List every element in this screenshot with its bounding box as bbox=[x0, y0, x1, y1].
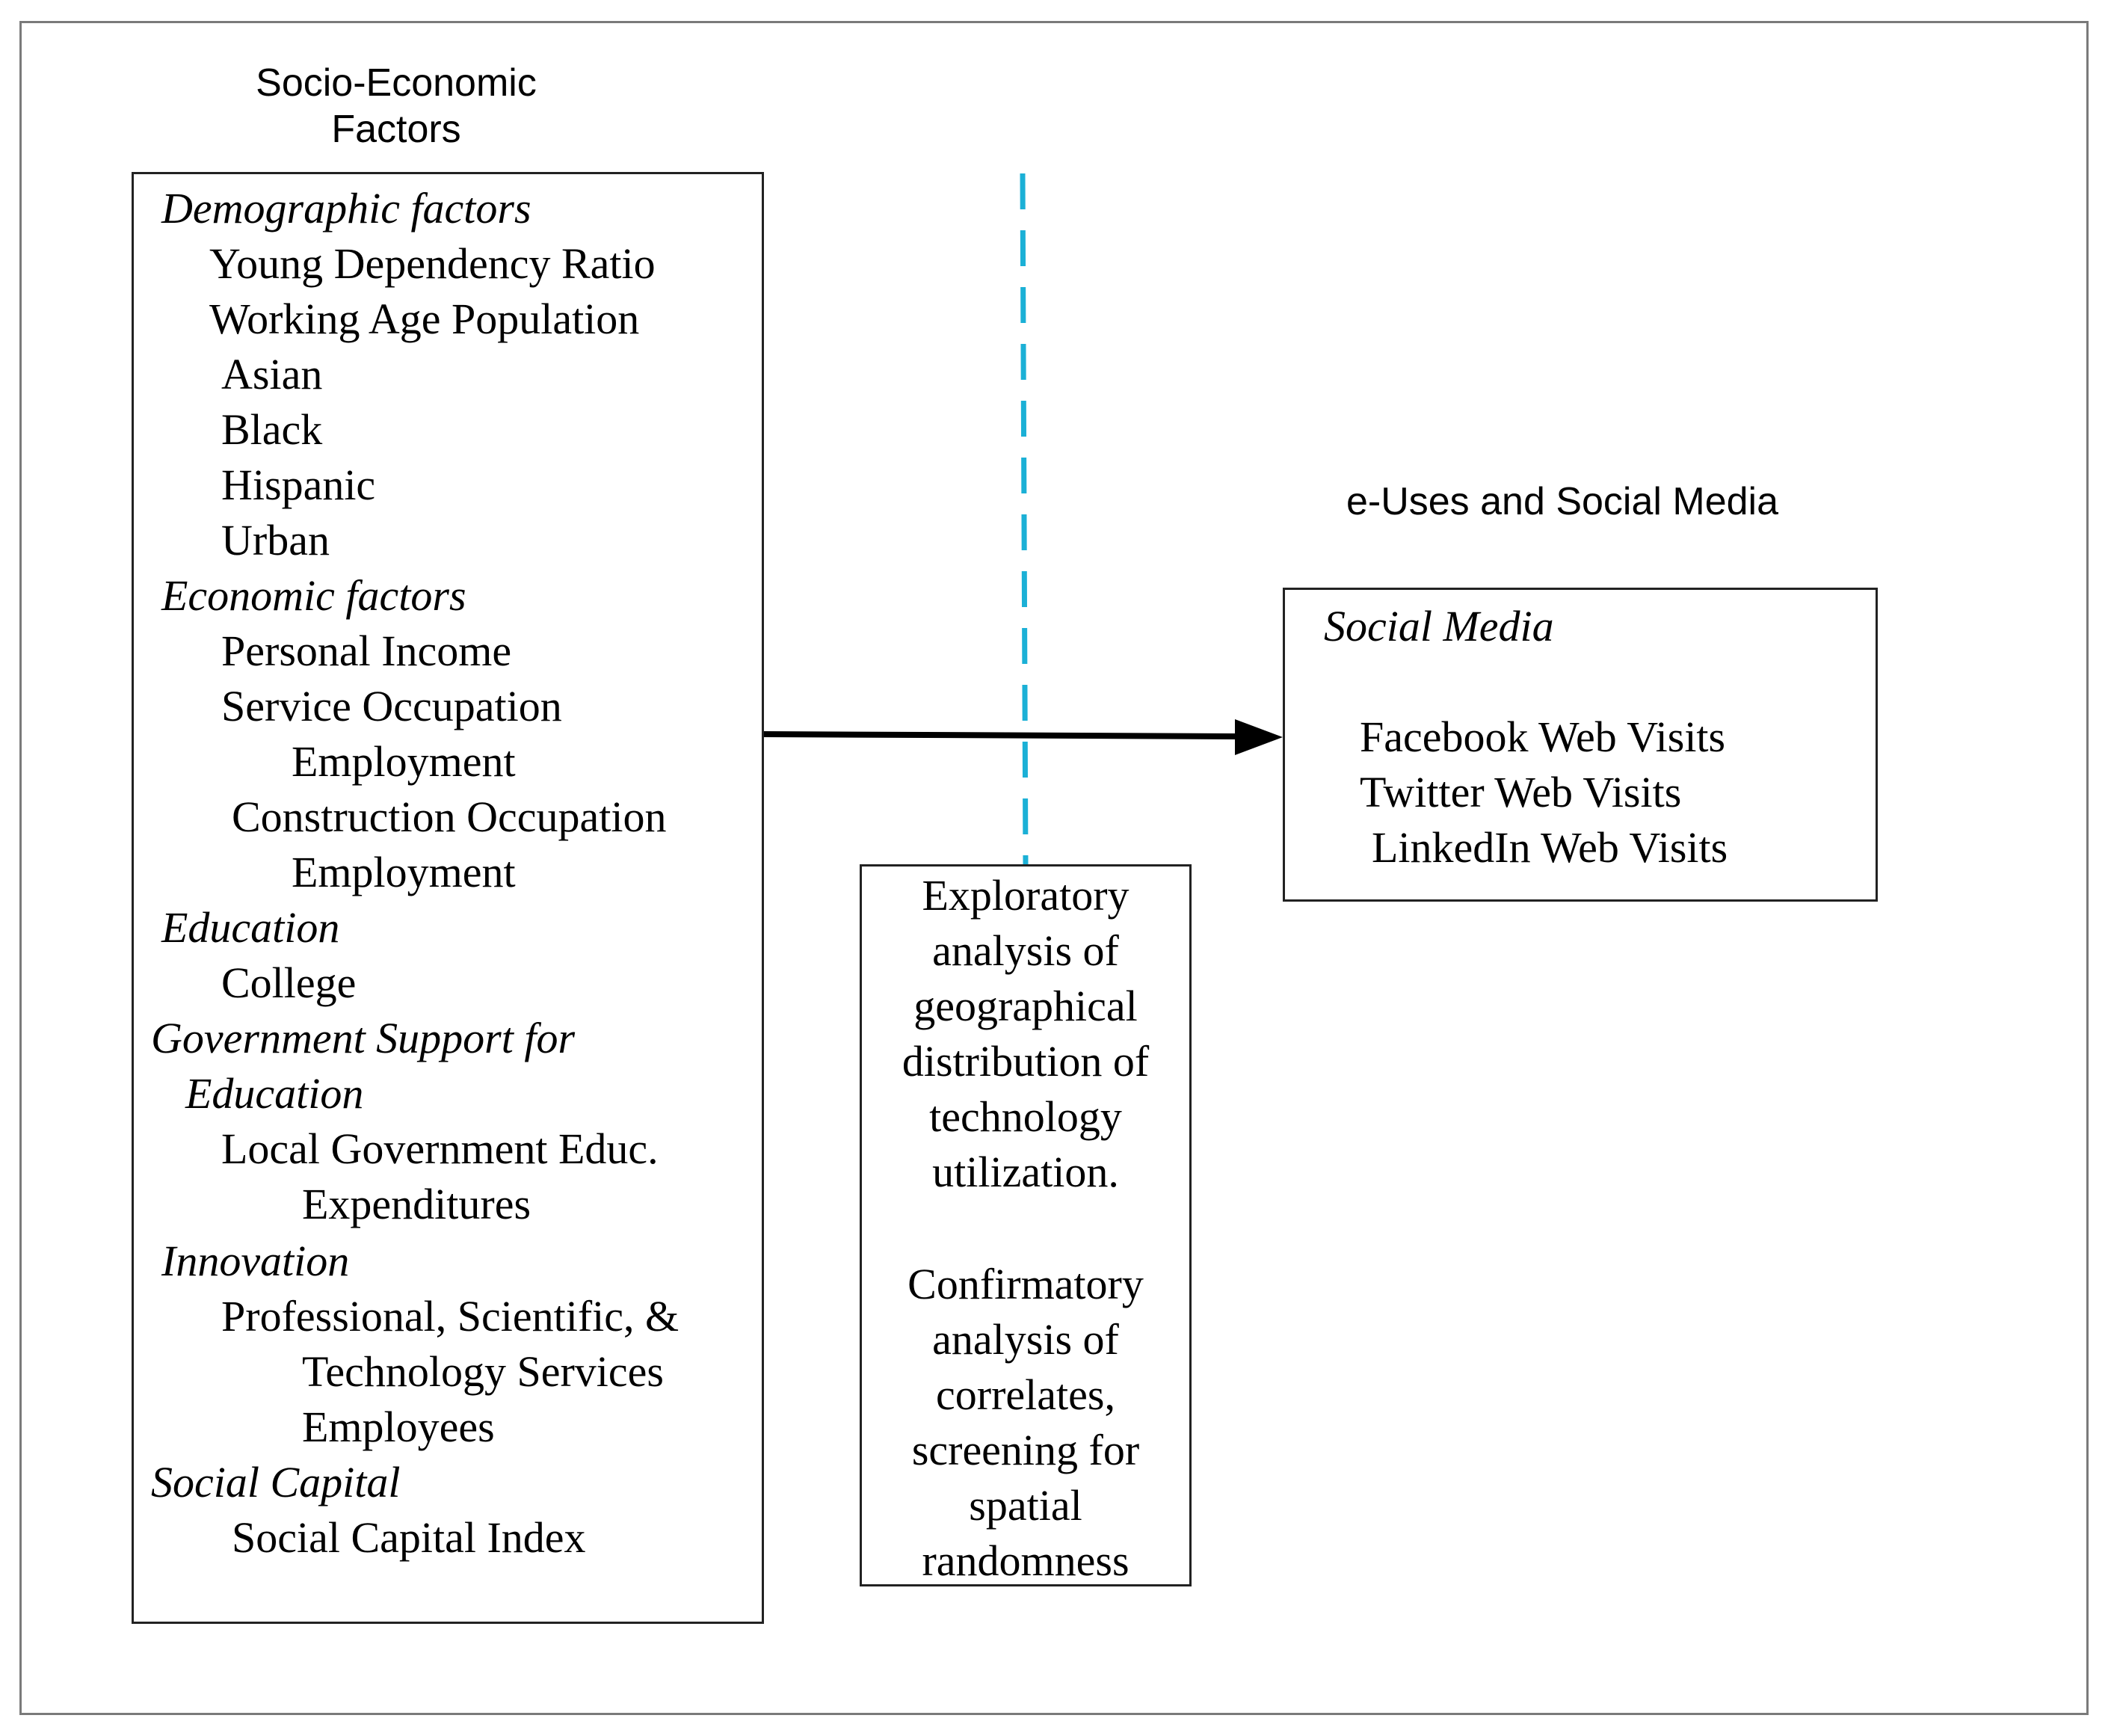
group-title-government-support: Government Support for bbox=[151, 1014, 576, 1062]
analysis-methods-box: Exploratory analysis of geographical dis… bbox=[860, 864, 1192, 1586]
analysis-line-8: analysis of bbox=[932, 1315, 1119, 1364]
factor-construction-occupation: Construction Occupation bbox=[232, 792, 667, 841]
factor-expenditures: Expenditures bbox=[302, 1180, 531, 1228]
analysis-line-6: utilization. bbox=[932, 1148, 1119, 1196]
analysis-line-5: technology bbox=[929, 1092, 1122, 1141]
factor-personal-income: Personal Income bbox=[221, 627, 512, 675]
factor-college: College bbox=[221, 958, 357, 1007]
analysis-line-9: correlates, bbox=[936, 1370, 1115, 1419]
factor-construction-employment: Employment bbox=[292, 848, 516, 896]
group-title-education: Education bbox=[161, 903, 340, 952]
factor-young-dependency-ratio: Young Dependency Ratio bbox=[209, 239, 656, 288]
factor-local-government-educ: Local Government Educ. bbox=[221, 1124, 659, 1173]
group-title-economic: Economic factors bbox=[161, 571, 466, 620]
factor-service-occupation: Service Occupation bbox=[221, 682, 562, 730]
factor-employees: Employees bbox=[302, 1403, 495, 1451]
analysis-line-12: randomness bbox=[922, 1536, 1130, 1585]
group-title-demographic: Demographic factors bbox=[161, 184, 531, 233]
social-media-title: Social Media bbox=[1324, 602, 1554, 650]
factor-asian: Asian bbox=[221, 350, 323, 398]
factor-hispanic: Hispanic bbox=[221, 461, 376, 509]
socio-economic-heading: Socio-Economic Factors bbox=[247, 60, 546, 153]
factor-professional-scientific: Professional, Scientific, & bbox=[221, 1292, 679, 1341]
group-title-social-capital: Social Capital bbox=[151, 1458, 401, 1506]
twitter-web-visits: Twitter Web Visits bbox=[1360, 768, 1682, 816]
arrow-head bbox=[1235, 719, 1283, 755]
socio-economic-heading-line-2: Factors bbox=[331, 108, 461, 151]
group-title-government-support-cont: Education bbox=[185, 1069, 364, 1118]
facebook-web-visits: Facebook Web Visits bbox=[1360, 712, 1726, 761]
analysis-line-11: spatial bbox=[969, 1481, 1082, 1530]
dashed-divider-line bbox=[1020, 173, 1029, 867]
analysis-line-2: analysis of bbox=[932, 926, 1119, 975]
factor-black: Black bbox=[221, 405, 323, 454]
figure-frame bbox=[19, 21, 2089, 1715]
linkedin-web-visits: LinkedIn Web Visits bbox=[1372, 823, 1728, 872]
factor-service-employment: Employment bbox=[292, 737, 516, 786]
socio-economic-factors-box bbox=[132, 172, 764, 1624]
factor-technology-services: Technology Services bbox=[302, 1347, 664, 1396]
social-media-box: Social Media Facebook Web Visits Twitter… bbox=[1283, 588, 1878, 902]
analysis-line-4: distribution of bbox=[902, 1037, 1150, 1086]
group-title-innovation: Innovation bbox=[161, 1237, 350, 1285]
e-uses-social-media-heading: e-Uses and Social Media bbox=[1346, 480, 1779, 523]
factor-social-capital-index: Social Capital Index bbox=[232, 1513, 586, 1562]
factor-working-age-population: Working Age Population bbox=[209, 295, 640, 343]
analysis-line-10: screening for bbox=[911, 1426, 1140, 1474]
arrow-shaft bbox=[763, 731, 1242, 739]
analysis-line-1: Exploratory bbox=[922, 871, 1130, 920]
analysis-line-3: geographical bbox=[913, 982, 1138, 1030]
socio-economic-heading-line-1: Socio-Economic bbox=[256, 61, 537, 105]
analysis-line-7: Confirmatory bbox=[907, 1260, 1144, 1308]
factor-urban: Urban bbox=[221, 516, 330, 564]
